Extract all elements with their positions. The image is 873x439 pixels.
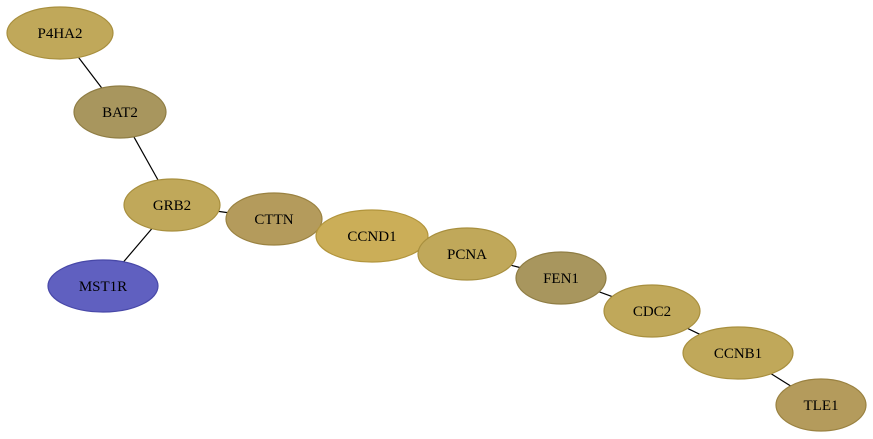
node-label: P4HA2: [37, 26, 82, 42]
node-label: BAT2: [102, 105, 138, 121]
node-label: CTTN: [254, 212, 293, 228]
node-fen1[interactable]: FEN1: [515, 251, 607, 305]
node-ellipse[interactable]: [603, 284, 701, 338]
edge-bat2-grb2: [133, 136, 159, 181]
node-label: FEN1: [543, 271, 579, 287]
node-ellipse[interactable]: [682, 326, 794, 380]
node-label: PCNA: [447, 247, 487, 263]
node-ellipse[interactable]: [123, 178, 221, 232]
node-grb2[interactable]: GRB2: [123, 178, 221, 232]
node-cttn[interactable]: CTTN: [225, 192, 323, 246]
edge-ccnb1-tle1: [770, 373, 791, 387]
edge-pcna-fen1: [511, 264, 520, 269]
node-ellipse[interactable]: [775, 378, 867, 432]
node-label: CCND1: [347, 229, 396, 245]
node-ellipse[interactable]: [225, 192, 323, 246]
edge-grb2-mst1r: [123, 228, 153, 263]
node-label: TLE1: [804, 398, 839, 414]
node-cdc2[interactable]: CDC2: [603, 284, 701, 338]
node-ccnd1[interactable]: CCND1: [315, 209, 429, 263]
node-ellipse[interactable]: [47, 259, 159, 313]
edge-p4ha2-bat2: [78, 57, 103, 89]
node-p4ha2[interactable]: P4HA2: [6, 6, 114, 60]
node-ellipse[interactable]: [6, 6, 114, 60]
node-ccnb1[interactable]: CCNB1: [682, 326, 794, 380]
node-label: CCNB1: [714, 346, 762, 362]
node-pcna[interactable]: PCNA: [417, 227, 517, 281]
node-label: MST1R: [79, 279, 127, 295]
node-mst1r[interactable]: MST1R: [47, 259, 159, 313]
edge-cdc2-ccnb1: [687, 327, 701, 335]
node-ellipse[interactable]: [515, 251, 607, 305]
node-tle1[interactable]: TLE1: [775, 378, 867, 432]
edge-grb2-cttn: [218, 210, 228, 214]
node-ellipse[interactable]: [315, 209, 429, 263]
node-label: CDC2: [633, 304, 671, 320]
node-label: GRB2: [153, 198, 191, 214]
node-ellipse[interactable]: [417, 227, 517, 281]
node-ellipse[interactable]: [73, 85, 167, 139]
edge-fen1-cdc2: [598, 291, 613, 298]
node-bat2[interactable]: BAT2: [73, 85, 167, 139]
